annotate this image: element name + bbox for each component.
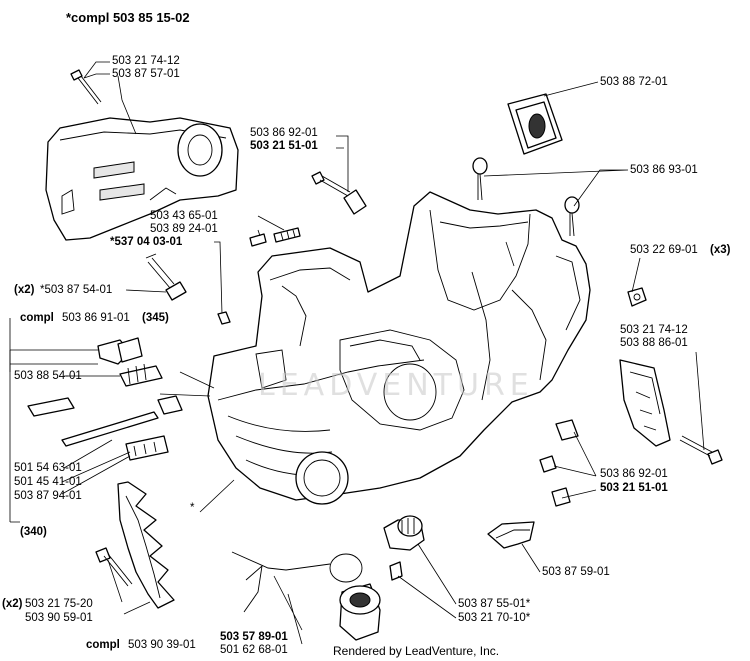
watermark: LEADVENTURE xyxy=(258,368,534,403)
compl-label: compl xyxy=(20,312,54,324)
part-number-label: 503 86 92-01 xyxy=(600,468,668,480)
part-number-label: 503 21 51-01 xyxy=(600,482,668,494)
fuel-cap xyxy=(231,551,381,641)
part-number-label: 503 57 89-01 xyxy=(220,631,288,643)
part-number-label: 503 86 91-01 xyxy=(62,312,130,324)
part-number-label: 503 86 93-01 xyxy=(630,164,698,176)
part-number-label: 503 86 92-01 xyxy=(250,127,318,139)
screws-top-right xyxy=(472,157,580,237)
part-number-label: 501 62 68-01 xyxy=(220,644,288,656)
part-number-label: 503 87 55-01* xyxy=(458,598,531,610)
guard-plate-right xyxy=(619,359,671,447)
note-marker: * xyxy=(190,502,195,514)
part-number-label: 503 21 51-01 xyxy=(250,140,318,152)
spike-bumper xyxy=(117,481,175,609)
part-number-label: 503 43 65-01 xyxy=(150,210,218,222)
part-number-label: *503 87 54-01 xyxy=(40,284,113,296)
part-number-label: 503 90 39-01 xyxy=(128,639,196,651)
part-number-label: *537 04 03-01 xyxy=(110,236,183,248)
compl-label: compl xyxy=(86,639,120,651)
part-number-label: 503 87 59-01 xyxy=(542,566,610,578)
part-number-label: 503 21 75-20 xyxy=(25,598,93,610)
bolt-top-left xyxy=(70,69,102,105)
part-number-label: 503 87 57-01 xyxy=(112,68,180,80)
part-number-label: 503 89 24-01 xyxy=(150,223,218,235)
footer-credit: Rendered by LeadVenture, Inc. xyxy=(333,644,500,658)
part-number-label: 501 54 63-01 xyxy=(14,462,82,474)
quantity-label: (x2) xyxy=(2,598,23,610)
filter-pickup xyxy=(383,515,425,581)
quantity-label: (345) xyxy=(142,312,169,324)
part-number-label: 503 21 74-12 xyxy=(112,55,180,67)
diagram-title: *compl 503 85 15-02 xyxy=(66,10,190,25)
bolt-and-spacer xyxy=(311,171,367,215)
clip-x3 xyxy=(627,287,647,307)
brake-spring-parts xyxy=(97,337,163,387)
part-number-label: 503 88 72-01 xyxy=(600,76,668,88)
part-number-label: 503 88 86-01 xyxy=(620,337,688,349)
part-number-label: 503 22 69-01 xyxy=(630,244,698,256)
crankcase-housing xyxy=(207,191,591,505)
part-number-label: 503 21 70-10* xyxy=(458,612,531,624)
screw-and-washer-right xyxy=(539,419,579,507)
quantity-label: (x3) xyxy=(710,244,731,256)
screw-bottom-left xyxy=(95,547,133,587)
chain-brake-cover xyxy=(45,117,239,241)
screw-right xyxy=(679,435,723,465)
part-number-label: 503 90 59-01 xyxy=(25,612,93,624)
long-bolt-left xyxy=(145,253,187,301)
pins xyxy=(249,227,301,247)
quantity-label: (340) xyxy=(20,526,47,538)
bracket-spring xyxy=(27,395,183,461)
quantity-label: (x2) xyxy=(14,284,35,296)
intake-grid xyxy=(507,93,563,155)
part-number-label: 503 87 94-01 xyxy=(14,490,82,502)
part-number-label: 501 45 41-01 xyxy=(14,476,82,488)
part-number-label: 503 21 74-12 xyxy=(620,324,688,336)
part-number-label: 503 88 54-01 xyxy=(14,370,82,382)
bracket-5038759 xyxy=(487,521,535,549)
